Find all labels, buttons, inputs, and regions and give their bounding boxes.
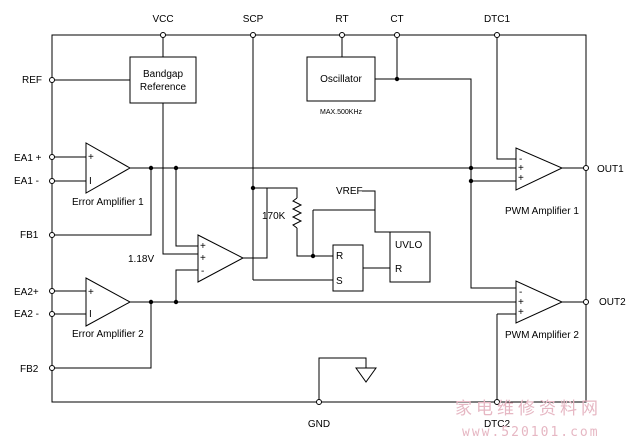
pin-label-rt: RT <box>335 14 348 25</box>
pin-label-out1: OUT1 <box>597 164 624 175</box>
resistor-label: 170K <box>262 211 286 222</box>
error-amplifier-2 <box>85 277 132 327</box>
watermark-url: www.520101.com <box>462 425 600 440</box>
bandgap-label-2: Reference <box>140 82 187 93</box>
uvlo-block <box>389 231 431 283</box>
pwm-amp-2-label: PWM Amplifier 2 <box>505 330 579 341</box>
uvlo-label: UVLO <box>395 240 422 251</box>
ea2-plus-sign: + <box>88 287 94 298</box>
pin-label-ref: REF <box>22 75 42 86</box>
pin-label-vcc: VCC <box>152 14 173 25</box>
scp-comparator <box>197 234 245 283</box>
pwm1-minus: - <box>519 154 522 165</box>
pin-label-scp: SCP <box>243 14 264 25</box>
ea1-minus-sign: I <box>89 176 92 187</box>
pin-label-gnd: GND <box>308 419 330 430</box>
bandgap-reference-block <box>129 56 197 104</box>
ff-s-label: S <box>336 276 343 287</box>
resistor-170k <box>291 197 303 229</box>
pwm1-plus-2: + <box>518 173 524 184</box>
pin-label-fb1: FB1 <box>20 230 39 241</box>
pin-label-fb2: FB2 <box>20 364 39 375</box>
oscillator-block <box>306 56 376 102</box>
oscillator-freq-label: MAX.500KHz <box>320 109 363 116</box>
scp-plus-1: + <box>200 241 206 252</box>
pin-label-ea2-plus: EA2+ <box>14 287 39 298</box>
pwm-amp-1-label: PWM Amplifier 1 <box>505 206 579 217</box>
pwm2-plus-2: + <box>518 307 524 318</box>
ea1-plus-sign: + <box>88 152 94 163</box>
oscillator-label: Oscillator <box>320 74 362 85</box>
pin-label-dtc1: DTC1 <box>484 14 511 25</box>
watermark-text: 家电维修资料网 <box>455 399 602 419</box>
pwm-amplifier-1 <box>515 147 564 191</box>
pin-label-ea2-minus: EA2 - <box>14 309 39 320</box>
pin-label-ea1-plus: EA1 + <box>14 153 42 164</box>
error-amp-1-label: Error Amplifier 1 <box>72 197 144 208</box>
label-1-18v: 1.18V <box>128 254 154 265</box>
pin-label-out2: OUT2 <box>599 297 626 308</box>
flip-flop-block <box>332 244 364 292</box>
error-amp-2-label: Error Amplifier 2 <box>72 329 144 340</box>
error-amplifier-1 <box>85 142 132 194</box>
pin-label-dtc2: DTC2 <box>484 419 511 430</box>
uvlo-r-label: R <box>395 264 402 275</box>
pin-label-ea1-minus: EA1 - <box>14 176 39 187</box>
scp-minus: - <box>201 266 204 277</box>
ground-symbol <box>355 367 377 383</box>
ea2-minus-sign: I <box>89 309 92 320</box>
vref-label: VREF <box>336 186 363 197</box>
bandgap-label-1: Bandgap <box>143 69 183 80</box>
pwm2-plus-1: + <box>518 297 524 308</box>
pwm2-minus: - <box>519 287 522 298</box>
ff-r-label: R <box>336 251 343 262</box>
pin-label-ct: CT <box>390 14 403 25</box>
pwm1-plus-1: + <box>518 163 524 174</box>
pwm-amplifier-2 <box>515 280 564 324</box>
scp-plus-2: + <box>200 253 206 264</box>
